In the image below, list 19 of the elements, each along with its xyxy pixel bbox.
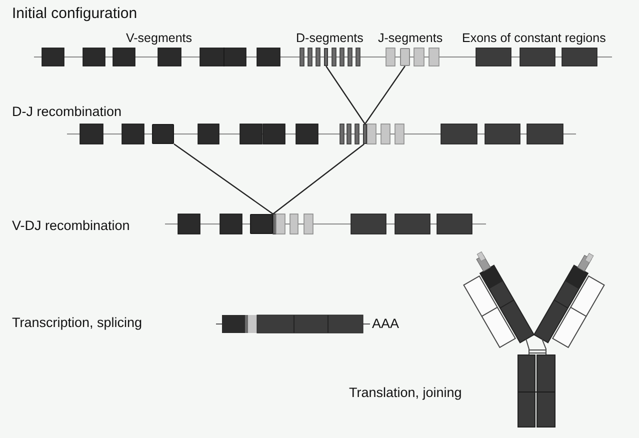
diagram-label: V-DJ recombination [12,218,130,234]
diagram-label: D-segments [296,31,364,46]
joining-line [326,66,366,124]
gene-segment-box [400,48,410,66]
joining-line [174,144,274,214]
diagram-label: J-segments [378,31,443,46]
gene-segment-bar [363,124,367,144]
diagram-label: Initial configuration [12,5,138,22]
gene-segment-box [250,214,273,234]
diagram-label: Exons of constant regions [462,31,606,46]
diagram-label: AAA [372,316,400,332]
gene-segment-box [152,124,174,144]
joining-line [272,144,365,214]
diagram-label: Translation, joining [349,385,462,401]
diagram-label: D-J recombination [12,104,122,120]
diagram-label: Transcription, splicing [12,315,142,331]
diagram-label: V-segments [126,31,192,46]
gene-segment-bar [324,48,328,66]
joining-line [364,66,406,124]
